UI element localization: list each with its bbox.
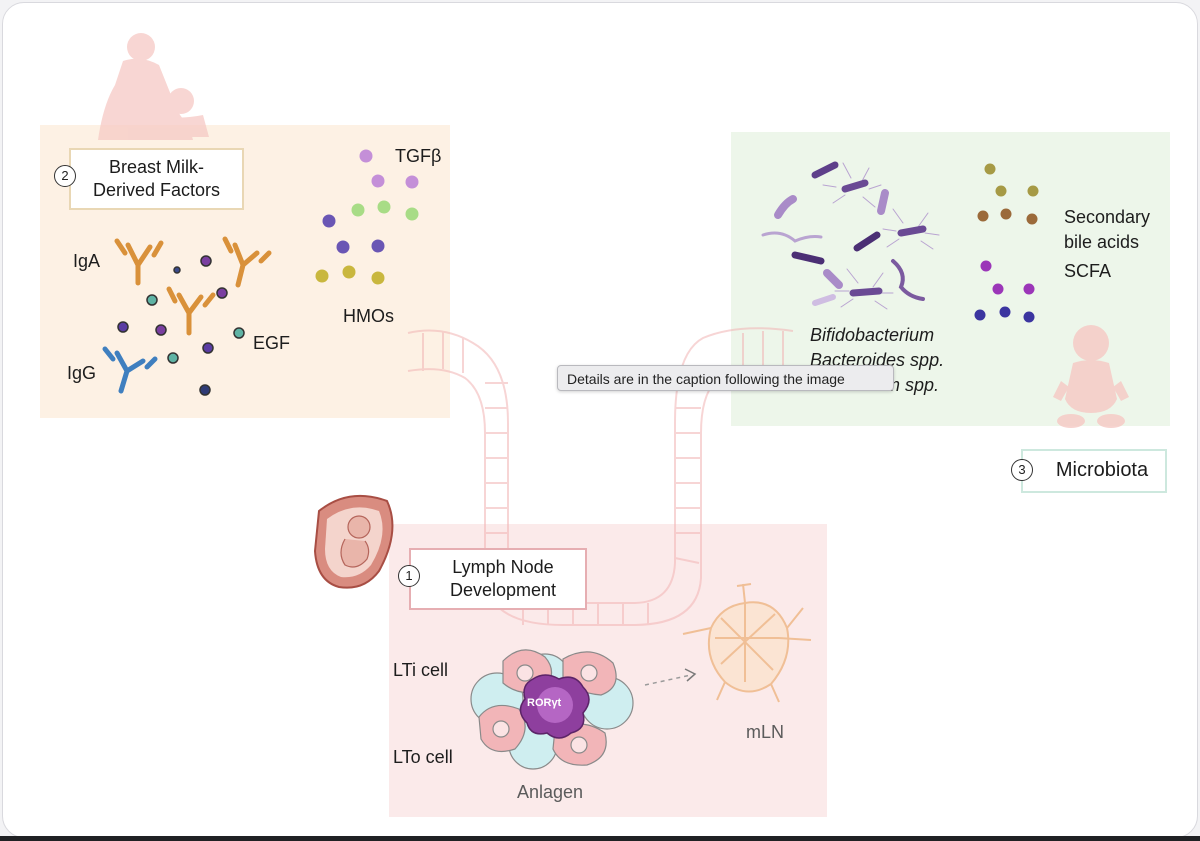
igg-label: IgG bbox=[67, 363, 97, 383]
image-caption-tooltip: Details are in the caption following the… bbox=[557, 365, 894, 391]
bacteria-icon bbox=[761, 161, 1039, 323]
number-badge: 3 bbox=[1011, 459, 1033, 481]
hmos-label: HMOs bbox=[343, 306, 394, 326]
bottom-toolbar-strip bbox=[0, 836, 1200, 841]
species-bifidobacterium: Bifidobacterium bbox=[810, 325, 935, 345]
number-badge: 2 bbox=[54, 165, 76, 187]
mother-nursing-icon bbox=[98, 33, 209, 140]
fetus-uterus-icon bbox=[313, 494, 394, 589]
secondary-bile-acids-line2: bile acids bbox=[1064, 232, 1140, 252]
lymph-node-icon bbox=[682, 583, 812, 703]
lymph-node-title-box: 1 Lymph Node Development bbox=[398, 548, 587, 610]
scfa-label: SCFA bbox=[1064, 261, 1112, 281]
baby-icon bbox=[1053, 325, 1129, 428]
microbiota-title: Microbiota bbox=[1055, 459, 1149, 481]
rorgt-label: RORγt bbox=[527, 697, 562, 709]
microbiota-title-box: 3 Microbiota bbox=[1011, 449, 1167, 493]
breast-milk-title-box: 2 Breast Milk- Derived Factors bbox=[54, 148, 244, 210]
lymph-node-title-line2: Development bbox=[449, 580, 557, 600]
breast-milk-molecules bbox=[102, 149, 419, 396]
antibody-icon bbox=[114, 236, 272, 336]
mln-label: mLN bbox=[746, 722, 785, 742]
tgf-beta-label: TGFβ bbox=[395, 146, 442, 166]
secondary-bile-acids-line1: Secondary bbox=[1064, 207, 1151, 227]
lti-cell-label: LTi cell bbox=[393, 660, 449, 680]
cell-cluster-icon bbox=[470, 649, 697, 770]
antibody-icon bbox=[102, 346, 158, 394]
breast-milk-title-line1: Breast Milk- bbox=[108, 157, 204, 177]
anlagen-label: Anlagen bbox=[517, 782, 584, 802]
iga-label: IgA bbox=[73, 251, 101, 271]
lymph-node-title-line1: Lymph Node bbox=[452, 557, 554, 577]
egf-label: EGF bbox=[253, 333, 291, 353]
number-badge: 1 bbox=[398, 565, 420, 587]
breast-milk-title-line2: Derived Factors bbox=[92, 180, 221, 200]
lto-cell-label: LTo cell bbox=[393, 747, 453, 767]
